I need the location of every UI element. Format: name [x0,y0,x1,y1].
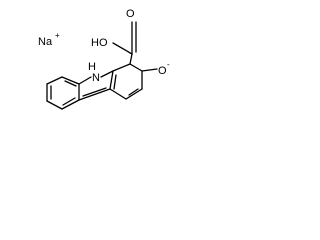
ring-nitrogen-label: N [92,72,100,84]
phenoxide-oxygen-label: O [158,65,167,77]
carboxyl-carbon-to-ring-bond [129,53,133,65]
phenoxide-bond [141,68,158,72]
right-ring-bond-bottom-left [109,88,127,100]
carbonyl-oxygen-label: O [126,8,135,20]
sodium-charge-label: + [55,31,60,40]
pyrrole-bond-bridge [78,88,111,101]
left-ring-bond-top-left [46,76,63,85]
hydroxyl-label: HO [91,37,108,49]
structure-canvas: Na + HO O O - H N [0,0,212,135]
left-ring-double-bond-c [62,97,76,106]
right-ring-double-bond-a [113,74,117,90]
left-ring-bond-bottom-right [61,99,80,110]
left-ring-bond-top [61,76,80,85]
pyrrole-bond-n-right [100,70,114,78]
ring-hydrogen-label: H [88,61,96,73]
left-ring-bond-bottom-left [46,100,63,110]
carboxyl-carbon-to-hydroxyl-bond [112,42,133,55]
pyrrole-bond-n-left [78,76,92,85]
phenoxide-charge-label: - [167,60,170,69]
right-ring-bond-bottom-right [125,88,143,100]
chemical-structure-diagram: Na + HO O O - H N [38,8,170,110]
sodium-label: Na [38,36,53,48]
right-ring-bond-top-right [129,63,143,72]
right-ring-double-bond-b [128,88,139,96]
right-ring-bond-left [109,70,114,90]
pyrrole-double-bond [82,87,107,97]
right-ring-bond-top [112,63,131,72]
left-ring-double-bond-a [64,80,77,87]
